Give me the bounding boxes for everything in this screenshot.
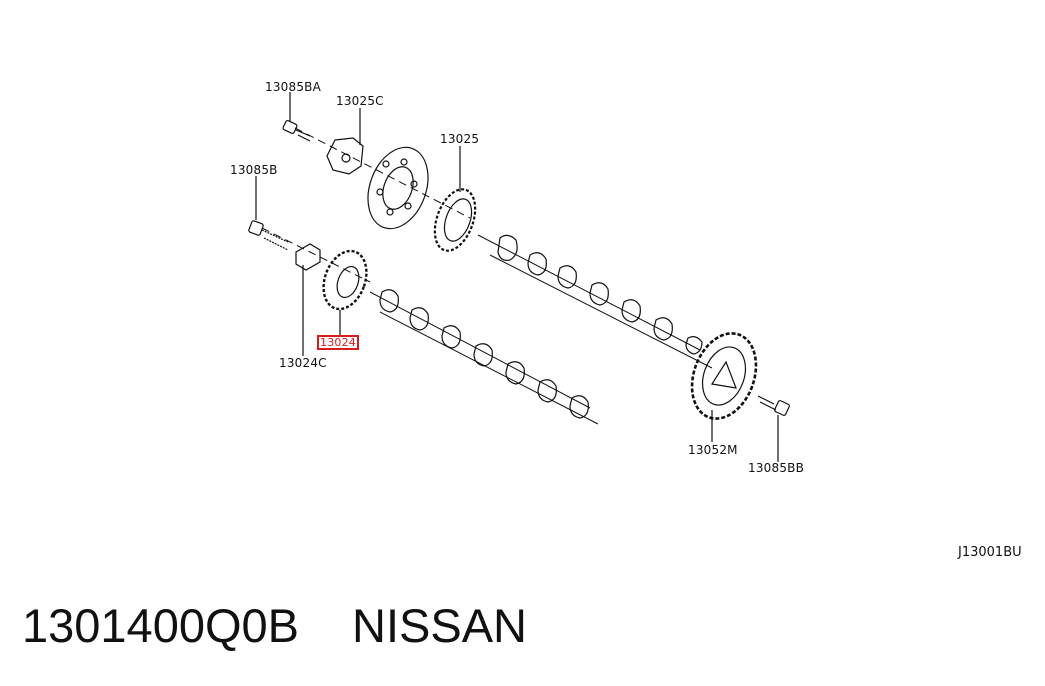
bolt-13085BB (757, 395, 790, 416)
bolt-13085B (248, 220, 289, 251)
gear-13052M (690, 332, 758, 420)
bracket-13025C (326, 137, 364, 175)
brand-name: NISSAN (352, 599, 527, 652)
part-number: 1301400Q0B (22, 599, 300, 652)
diagram-reference-code: J13001BU (958, 545, 1022, 560)
camshaft-exploded-diagram (248, 92, 790, 462)
callout-13085BA: 13085BA (265, 80, 322, 94)
callout-13024C: 13024C (279, 356, 327, 370)
callout-13052M: 13052M (688, 443, 738, 457)
callout-13024-highlighted: 13024 (317, 335, 359, 350)
lower-camshaft (369, 289, 599, 425)
upper-camshaft (477, 234, 713, 369)
callout-13085B: 13085B (230, 163, 278, 177)
bolt-13085BA (282, 119, 311, 142)
callout-13025C: 13025C (336, 94, 384, 108)
sprocket-13024 (322, 249, 368, 311)
callout-13025: 13025 (440, 132, 480, 146)
washer-13024C (295, 243, 321, 271)
sprocket-disc-13025 (367, 146, 429, 230)
callout-13085BB: 13085BB (748, 461, 805, 475)
gear-13025 (433, 188, 477, 252)
